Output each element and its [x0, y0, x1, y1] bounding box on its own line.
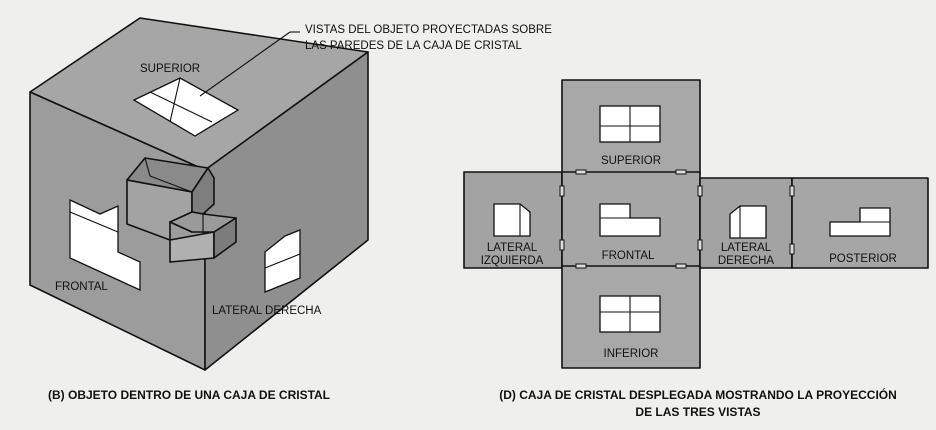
callout-line-2: LAS PAREDES DE LA CAJA DE CRISTAL — [305, 40, 522, 52]
caption-left: (B) OBJETO DENTRO DE UNA CAJA DE CRISTAL — [48, 388, 330, 402]
label-superior: SUPERIOR — [140, 63, 200, 75]
view-frontal — [599, 203, 661, 237]
view-lateral-derecha — [729, 205, 767, 239]
view-lateral-izquierda — [493, 203, 531, 237]
caption-right-line-2: DE LAS TRES VISTAS — [635, 405, 760, 419]
label-unfolded-superior: SUPERIOR — [601, 155, 661, 167]
label-unfolded-posterior: POSTERIOR — [829, 253, 897, 265]
projection-top-view-line — [149, 91, 213, 123]
callout-leader — [199, 31, 291, 97]
label-unfolded-frontal: FRONTAL — [602, 250, 655, 262]
label-lateral-derecha: LATERAL DERECHA — [212, 305, 322, 317]
label-unfolded-lateral-izq-1: LATERAL — [487, 242, 538, 254]
glass-box-figure: VISTAS DEL OBJETO PROYECTADAS SOBRE LAS … — [29, 17, 552, 402]
projection-front-view — [69, 198, 141, 292]
label-unfolded-inferior: INFERIOR — [604, 348, 659, 360]
unfolded-box-figure: SUPERIOR LATERAL IZQUIERDA FRONTAL LATER… — [463, 79, 929, 419]
label-frontal: FRONTAL — [55, 281, 108, 293]
caption-right-line-1: (D) CAJA DE CRISTAL DESPLEGADA MOSTRANDO… — [499, 387, 897, 402]
label-unfolded-lateral-izq-2: IZQUIERDA — [481, 255, 544, 267]
label-unfolded-lateral-der-2: DERECHA — [718, 255, 775, 267]
box-right-face — [204, 51, 369, 371]
callout-line-1: VISTAS DEL OBJETO PROYECTADAS SOBRE — [305, 24, 552, 36]
label-unfolded-lateral-der-1: LATERAL — [721, 242, 772, 254]
panel-posterior — [791, 177, 929, 269]
hinge-marks — [559, 169, 795, 269]
inner-object — [126, 157, 237, 263]
